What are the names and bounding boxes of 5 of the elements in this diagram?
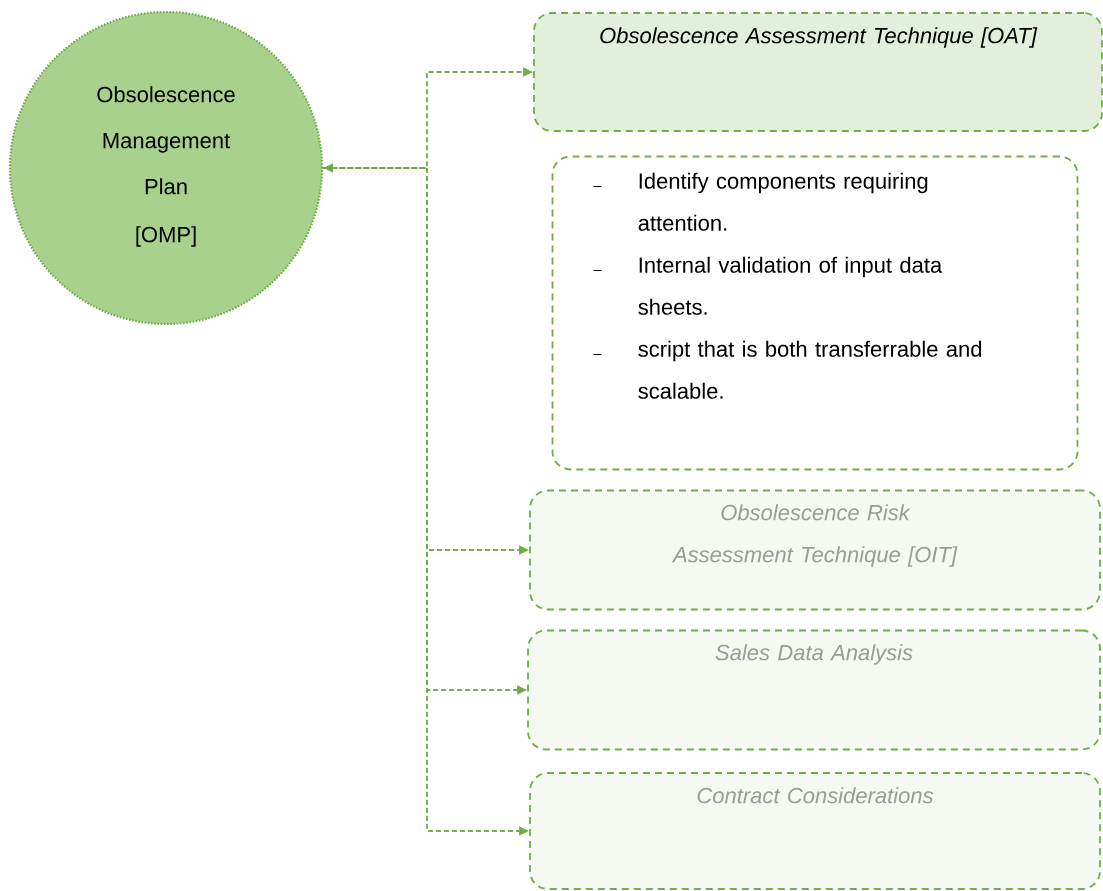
bullet-list-box: Identify components requiring attention. Internal validation of input data sheets. script that is both transferrable and scalable. [551,155,1079,471]
method-box: Obsolescence Risk Assessment Technique [OIT] [529,489,1101,611]
method-box: Sales Data Analysis [527,629,1101,751]
method-box: Obsolescence Assessment Technique [OAT] [533,12,1103,132]
method-box: Contract Considerations [529,772,1101,890]
